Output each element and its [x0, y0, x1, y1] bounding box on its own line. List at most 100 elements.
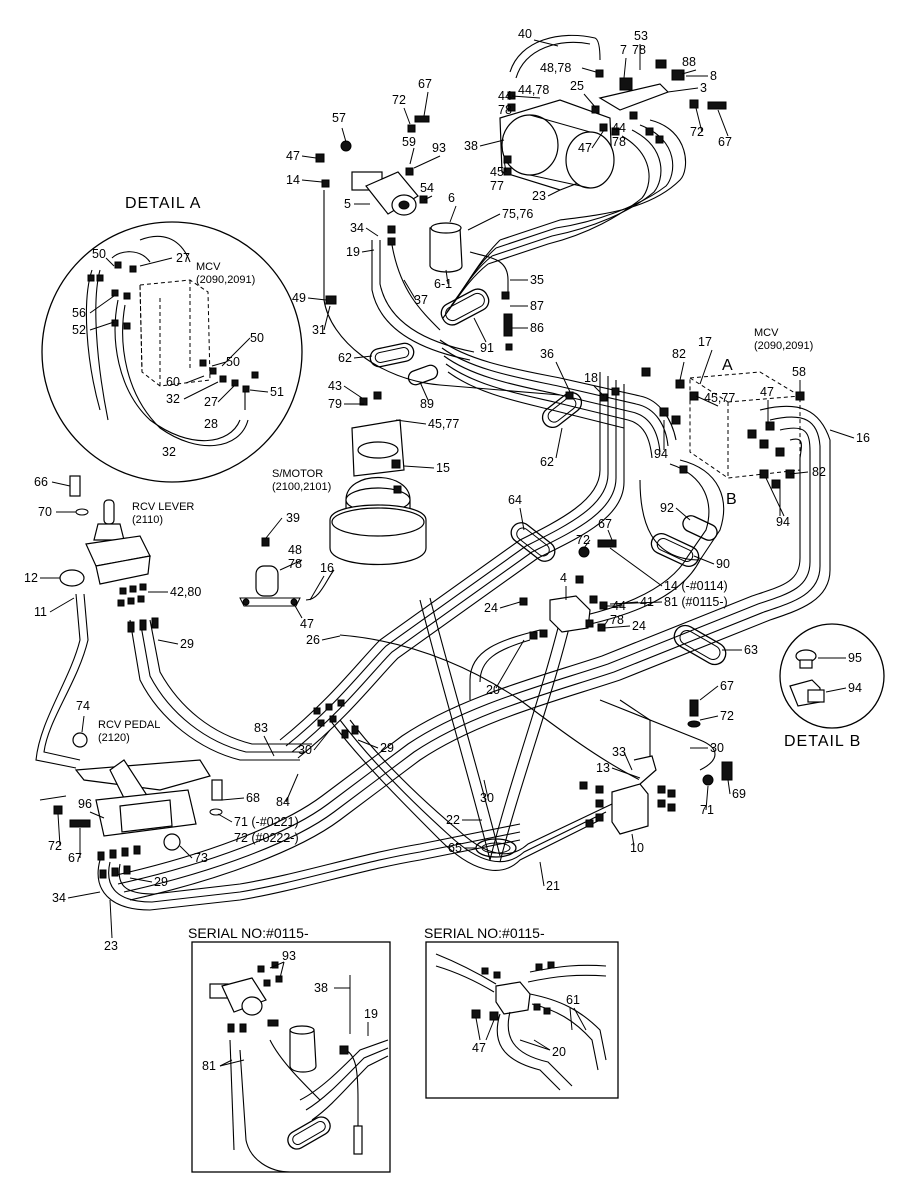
callout-33: 33: [612, 745, 626, 759]
callout-89: 89: [420, 397, 434, 411]
callout-57: 57: [332, 111, 346, 125]
callout-27a: 27: [176, 251, 190, 265]
callout-rcv-pedal-code: (2120): [98, 732, 130, 744]
callout-35: 35: [530, 273, 544, 287]
callout-47a: 47: [578, 141, 592, 155]
callout-96: 96: [78, 797, 92, 811]
callout-47d: 47: [300, 617, 314, 631]
rcv-lever: [69, 475, 151, 585]
callout-7: 7: [620, 43, 627, 57]
callout-67d: 67: [720, 679, 734, 693]
callout-78c: 78: [612, 135, 626, 149]
callout-92: 92: [660, 501, 674, 515]
callout-45-77c: 45,77: [704, 391, 735, 405]
callout-56: 56: [72, 306, 86, 320]
callout-75-76: 75,76: [502, 207, 533, 221]
lower-left-fittings: [53, 583, 359, 879]
callout-82a: 82: [672, 347, 686, 361]
callout-labels: 40 48,78 53 7 78 88 8 44,78 44 78 25 3 7…: [24, 27, 870, 953]
callout-49: 49: [292, 291, 306, 305]
swivel-fitting: [239, 565, 335, 607]
callout-65: 65: [448, 841, 462, 855]
leader-lines: [40, 39, 855, 939]
callout-11: 11: [34, 605, 47, 619]
detail-a-group: DETAIL A MCV (2090,2091) 50 27 56: [41, 195, 303, 483]
callout-93b: 93: [282, 949, 296, 963]
callout-77b: 77: [490, 179, 504, 193]
detail-a-title: DETAIL A: [125, 195, 201, 212]
callout-94b: 94: [776, 515, 790, 529]
detail-b-group: DETAIL B 95 94: [779, 623, 885, 750]
callout-50c: 50: [226, 355, 240, 369]
callout-43: 43: [328, 379, 342, 393]
callout-44: 44: [498, 89, 512, 103]
callout-67e: 67: [68, 851, 82, 865]
callout-78b: 78: [498, 103, 512, 117]
hose-clamp-63: [673, 624, 727, 666]
valve-10: [579, 699, 733, 835]
callout-94a: 94: [654, 447, 668, 461]
callout-38: 38: [464, 139, 478, 153]
callout-14: 14: [286, 173, 300, 187]
callout-31: 31: [312, 323, 326, 337]
callout-smotor-name: S/MOTOR: [272, 468, 323, 480]
callout-39: 39: [286, 511, 300, 525]
hose-clamp-64: [510, 522, 556, 562]
callout-84: 84: [276, 795, 290, 809]
callout-88: 88: [682, 55, 696, 69]
callout-rcv-pedal-name: RCV PEDAL: [98, 719, 160, 731]
callout-50b: 50: [250, 331, 264, 345]
callout-36: 36: [540, 347, 554, 361]
callout-66: 66: [34, 475, 48, 489]
callout-41: 41: [640, 595, 654, 609]
detail-a-circle: [41, 221, 303, 483]
callout-18: 18: [584, 371, 598, 385]
callout-95: 95: [848, 651, 862, 665]
detail-b-circle: [779, 623, 885, 729]
callout-24a: 24: [484, 601, 498, 615]
callout-69: 69: [732, 787, 746, 801]
callout-29c: 29: [154, 875, 168, 889]
callout-82b: 82: [812, 465, 826, 479]
callout-rcv-lever-code: (2110): [132, 514, 163, 526]
callout-72d: 72: [720, 709, 734, 723]
callout-23a: 23: [532, 189, 546, 203]
hose-clamp-90: [650, 515, 718, 567]
callout-mcv-main-name: MCV: [754, 327, 779, 339]
callout-47e: 47: [472, 1041, 486, 1055]
callout-44b: 44: [612, 121, 626, 135]
callout-87: 87: [530, 299, 544, 313]
callout-24b: 24: [632, 619, 646, 633]
callout-48b: 48: [288, 543, 302, 557]
callout-62a: 62: [338, 351, 352, 365]
callout-81b: 81: [202, 1059, 216, 1073]
callout-74: 74: [76, 699, 90, 713]
callout-23b: 23: [104, 939, 118, 953]
callout-47c: 47: [760, 385, 774, 399]
callout-72e: 72: [48, 839, 62, 853]
callout-27b: 27: [204, 395, 218, 409]
callout-10: 10: [630, 841, 644, 855]
callout-81-0115: 81 (#0115-): [664, 595, 728, 609]
filter-assembly: [351, 171, 463, 273]
upper-fittings: [315, 59, 727, 351]
callout-20b: 20: [552, 1045, 566, 1059]
callout-45-77b: 45,77: [428, 417, 459, 431]
callout-71a: 71: [700, 803, 714, 817]
serial-box-left: SERIAL NO:#0115- 93 38 19 81: [188, 925, 391, 1173]
callout-12: 12: [24, 571, 38, 585]
callout-40: 40: [518, 27, 532, 41]
callout-64: 64: [508, 493, 522, 507]
detail-b-title: DETAIL B: [784, 733, 861, 750]
callout-32b: 32: [162, 445, 176, 459]
callout-45: 45: [490, 165, 504, 179]
callout-30b: 30: [298, 743, 312, 757]
callout-72b: 72: [392, 93, 406, 107]
callout-78e: 78: [610, 613, 624, 627]
junction-block-4: [519, 539, 617, 640]
callout-mcv-main-code: (2090,2091): [754, 340, 813, 352]
callout-93: 93: [432, 141, 446, 155]
callout-34b: 34: [52, 891, 66, 905]
callout-26: 26: [306, 633, 320, 647]
callout-90: 90: [716, 557, 730, 571]
